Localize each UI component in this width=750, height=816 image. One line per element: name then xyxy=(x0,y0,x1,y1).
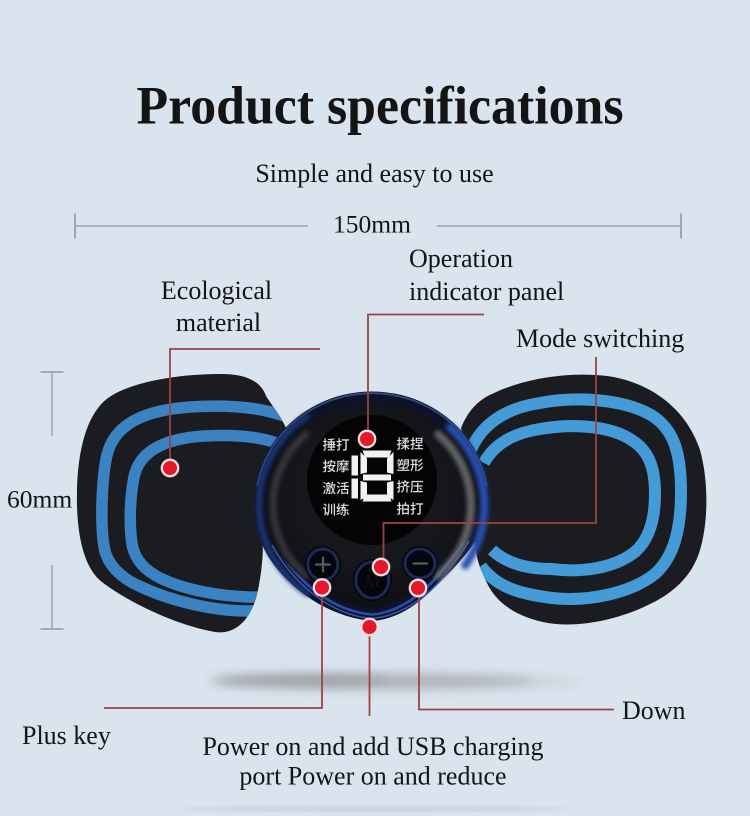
svg-text:Power on and add USB charging: Power on and add USB charging xyxy=(202,732,543,761)
svg-text:Down: Down xyxy=(622,696,686,725)
svg-text:Operation: Operation xyxy=(409,244,513,273)
svg-text:M: M xyxy=(364,571,380,591)
svg-text:150mm: 150mm xyxy=(333,210,411,239)
svg-text:Plus key: Plus key xyxy=(22,721,111,750)
svg-text:indicator panel: indicator panel xyxy=(409,277,564,306)
svg-text:60mm: 60mm xyxy=(7,485,72,514)
svg-text:Simple and easy to use: Simple and easy to use xyxy=(255,159,493,188)
svg-text:port Power on and reduce: port Power on and reduce xyxy=(239,762,506,791)
svg-text:Mode switching: Mode switching xyxy=(516,324,684,353)
svg-text:Ecological: Ecological xyxy=(161,276,272,305)
svg-text:Product specifications: Product specifications xyxy=(137,76,624,136)
svg-text:material: material xyxy=(176,308,261,337)
